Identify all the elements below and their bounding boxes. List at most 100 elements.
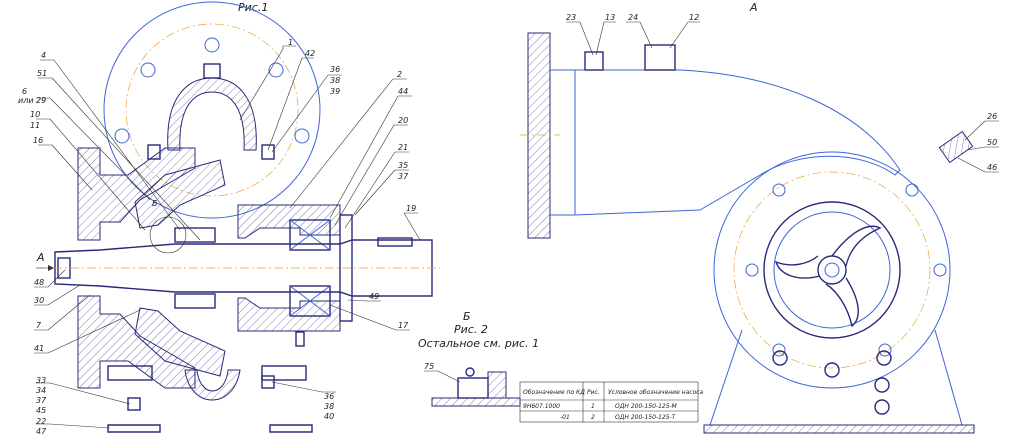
leader-lines bbox=[34, 45, 421, 429]
casing-bolt bbox=[905, 183, 919, 197]
callout-49: 49 bbox=[369, 292, 379, 301]
bearing-cross bbox=[289, 285, 331, 317]
bearing-housing-bottom bbox=[237, 297, 341, 332]
volute-casing-top bbox=[167, 77, 257, 151]
shaft-key bbox=[377, 237, 413, 247]
pedestal-bolt bbox=[824, 362, 840, 378]
callout-22: 22 bbox=[36, 417, 46, 426]
flange-bolt-hole bbox=[268, 62, 284, 78]
casing-bolt bbox=[772, 343, 786, 357]
callout-17: 17 bbox=[398, 321, 409, 330]
table-header-pump: Условное обозначение насоса bbox=[608, 389, 704, 396]
callout-10: 10 bbox=[30, 110, 40, 119]
callout-38b: 38 bbox=[324, 402, 334, 411]
callout-34: 34 bbox=[36, 386, 46, 395]
impeller-vane bbox=[825, 277, 859, 328]
callout-21: 21 bbox=[398, 143, 408, 152]
flange-bolt-hole bbox=[294, 128, 310, 144]
casing-cover bbox=[763, 201, 901, 339]
casing-bolt bbox=[878, 343, 892, 357]
callout-48: 48 bbox=[34, 278, 44, 287]
flange-bolt-hole bbox=[204, 37, 220, 53]
discharge-nozzle-outline bbox=[550, 69, 901, 216]
detail-seal-housing bbox=[487, 371, 507, 399]
callout-35: 35 bbox=[398, 161, 408, 170]
detail-shaft-section bbox=[431, 397, 521, 407]
view-a-title: А bbox=[749, 1, 758, 14]
pedestal-bolt bbox=[772, 350, 788, 366]
foot-bolt bbox=[127, 397, 141, 411]
volute-bolt-circle bbox=[733, 171, 931, 369]
mechanical-seal-bottom bbox=[174, 293, 216, 309]
impeller-nut-view bbox=[824, 262, 840, 278]
detail-b-mark bbox=[149, 216, 187, 254]
callout-51: 51 bbox=[37, 69, 47, 78]
bearing-cover bbox=[339, 214, 353, 322]
inlet-arrow-head bbox=[48, 265, 54, 271]
impeller-hub bbox=[817, 255, 847, 285]
callout-2: 2 bbox=[397, 70, 402, 79]
inlet-arrow-label: А bbox=[36, 251, 45, 264]
callout-46: 46 bbox=[987, 163, 997, 172]
fig1-section-view: Рис.1 bbox=[18, 1, 440, 436]
callout-36b: 36 bbox=[324, 392, 334, 401]
volute-outline bbox=[713, 151, 951, 389]
volute-casing-bottom bbox=[184, 369, 241, 401]
callout-40: 40 bbox=[324, 412, 334, 421]
callout-75: 75 bbox=[424, 362, 434, 371]
drain-plug-view bbox=[874, 399, 890, 415]
table-header-fig: Рис. bbox=[587, 389, 600, 396]
callout-20: 20 bbox=[398, 116, 408, 125]
table-cell: 1 bbox=[591, 403, 595, 410]
callout-23: 23 bbox=[566, 13, 576, 22]
callout-13: 13 bbox=[605, 13, 615, 22]
detail-seal-ring bbox=[465, 367, 475, 377]
table-cell: ОДН 200-150-125-М bbox=[615, 403, 678, 410]
impeller-vane bbox=[774, 255, 821, 279]
designation-table: Обозначение по КД Рис. Условное обозначе… bbox=[519, 381, 704, 423]
bolt-circle bbox=[125, 23, 299, 197]
gauge-fitting bbox=[938, 130, 974, 164]
callout-6: 6 bbox=[22, 87, 27, 96]
detail-seal bbox=[457, 377, 489, 399]
table-cell: 9Н607.1000 bbox=[523, 403, 560, 410]
cover-bolt bbox=[147, 144, 161, 160]
callout-24: 24 bbox=[628, 13, 638, 22]
callout-39: 39 bbox=[330, 87, 340, 96]
drain-plug-view bbox=[874, 377, 890, 393]
table-cell: 2 bbox=[591, 414, 595, 421]
fig2-note: Остальное см. рис. 1 bbox=[418, 337, 539, 350]
casing-bolt bbox=[772, 183, 786, 197]
callout-37b: 37 bbox=[36, 396, 47, 405]
callout-29: или 29 bbox=[18, 96, 46, 105]
view-a-leader-lines bbox=[566, 21, 999, 173]
impeller-bottom bbox=[134, 307, 226, 377]
flange-bolt-hole bbox=[114, 128, 130, 144]
casing-bolt bbox=[745, 263, 759, 277]
callout-38: 38 bbox=[330, 76, 340, 85]
fig2-title: Рис. 2 bbox=[454, 323, 488, 336]
callout-36: 36 bbox=[330, 65, 340, 74]
callout-44: 44 bbox=[398, 87, 408, 96]
suction-flange bbox=[527, 32, 551, 239]
callout-1: 1 bbox=[288, 38, 293, 47]
discharge-flange-outline bbox=[103, 1, 321, 219]
cover-bolt bbox=[261, 144, 275, 160]
callout-50: 50 bbox=[987, 138, 997, 147]
callout-4: 4 bbox=[41, 51, 46, 60]
pump-shaft bbox=[54, 239, 433, 297]
fig2-letter: Б bbox=[463, 310, 471, 323]
callout-19: 19 bbox=[406, 204, 416, 213]
table-header-designation: Обозначение по КД bbox=[523, 389, 585, 396]
impeller-eye bbox=[773, 211, 891, 329]
bearing-bottom bbox=[289, 285, 331, 317]
foot-left bbox=[107, 365, 153, 381]
base-plate-right bbox=[269, 424, 313, 433]
bearing-cross bbox=[289, 219, 331, 251]
base-plate-left bbox=[107, 424, 161, 433]
casing-bolt bbox=[933, 263, 947, 277]
fig1-title: Рис.1 bbox=[238, 1, 268, 14]
callout-33: 33 bbox=[36, 376, 46, 385]
top-bolt-large bbox=[644, 44, 676, 71]
mechanical-seal-top bbox=[174, 227, 216, 243]
